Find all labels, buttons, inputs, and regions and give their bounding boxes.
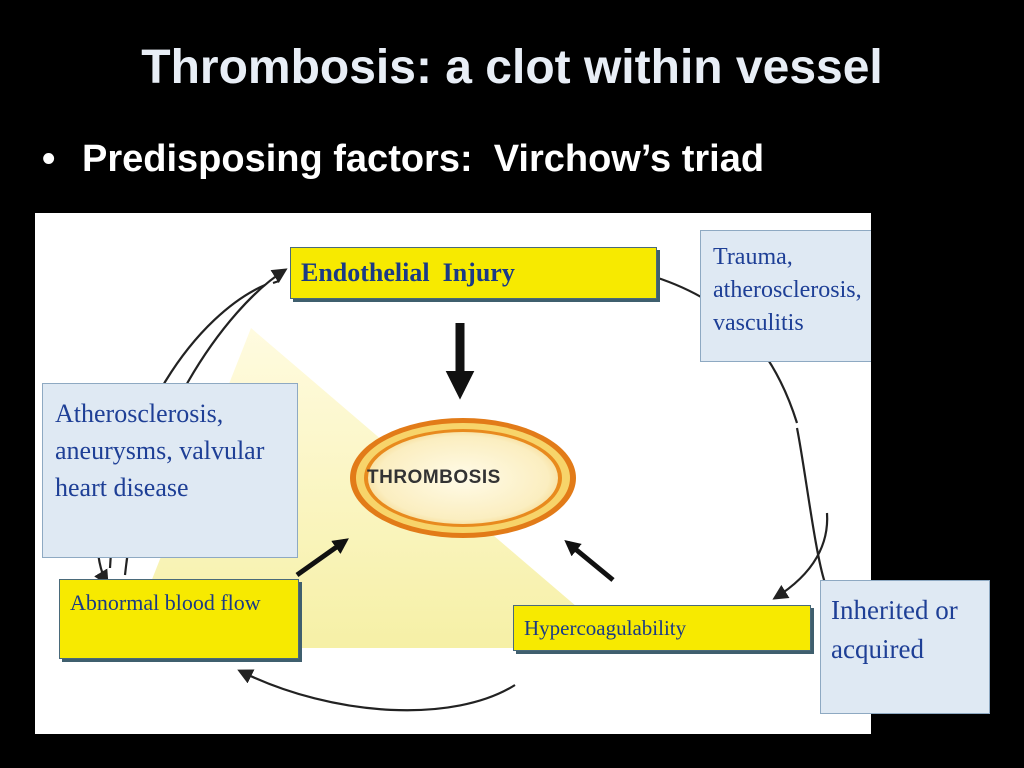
arrow-up-right-icon: [295, 538, 349, 578]
cycle-arrow-right-down: [772, 512, 829, 600]
cycle-arrow-bottom: [237, 669, 516, 712]
note-endothelial-causes: Trauma, atherosclerosis, vasculitis: [700, 230, 871, 362]
virchow-triad-diagram: THROMBOSIS Endothelial Injury Abnormal b…: [35, 213, 871, 734]
cycle-arrow-right-segment: [795, 427, 827, 584]
slide-title: Thrombosis: a clot within vessel: [141, 41, 883, 94]
abnormal-blood-flow-box: Abnormal blood flow: [59, 579, 299, 659]
bullet-point: • Predisposing factors: Virchow’s triad: [42, 138, 764, 181]
note-blood-flow-causes: Atherosclerosis, aneurysms, valvular hea…: [42, 383, 298, 558]
note-hypercoagulability-causes: Inherited or acquired: [820, 580, 990, 714]
bullet-marker: •: [42, 138, 56, 180]
endothelial-injury-box: Endothelial Injury: [290, 247, 657, 299]
arrow-up-left-icon: [564, 539, 615, 582]
bullet-text: Predisposing factors: Virchow’s triad: [82, 138, 765, 180]
hypercoagulability-box: Hypercoagulability: [513, 605, 811, 651]
thrombosis-ellipse: [368, 432, 558, 524]
thrombosis-label: THROMBOSIS: [367, 467, 501, 488]
